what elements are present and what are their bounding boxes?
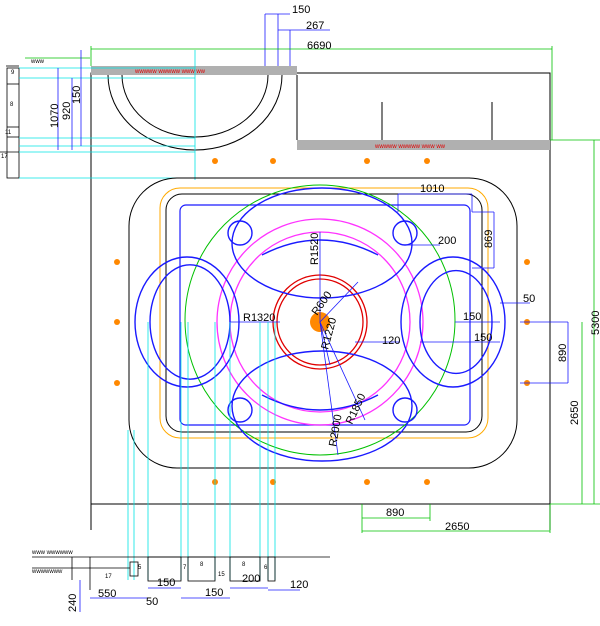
downlight <box>114 380 120 386</box>
section-label-15: 15 <box>218 572 225 578</box>
radius-r1320: R1320 <box>243 312 275 324</box>
downlight <box>270 158 276 164</box>
svg-text:wwwww wwwww www ww: wwwww wwwww www ww <box>374 144 446 150</box>
bottom-section <box>32 556 330 590</box>
dim-bottom-150a: 150 <box>157 577 175 589</box>
section-label-8a: 8 <box>200 562 204 568</box>
right-dimensions <box>355 193 569 384</box>
svg-text:wwwww wwwww www ww: wwwww wwwww www ww <box>134 69 206 75</box>
section-label-5: 5 <box>138 565 142 571</box>
downlight <box>424 479 430 485</box>
top-beam-left: wwwww wwwww www ww <box>91 66 297 75</box>
downlight <box>114 319 120 325</box>
dim-bottom-200: 200 <box>242 573 260 585</box>
downlight <box>524 259 530 265</box>
downlight <box>270 479 276 485</box>
downlight <box>364 479 370 485</box>
dim-2650-horizontal: 2650 <box>445 521 469 533</box>
radius-r600: R600 <box>310 289 335 317</box>
dim-bottom-240: 240 <box>67 594 79 612</box>
dim-869: 869 <box>483 230 495 248</box>
right-upper-wall <box>296 75 493 140</box>
dim-1010: 1010 <box>420 183 444 195</box>
left-dimensions <box>57 50 82 150</box>
left-label-1: 9 <box>11 70 15 76</box>
frame-inner <box>165 193 483 433</box>
dim-bottom-550: 550 <box>98 588 116 600</box>
frame-outer <box>128 177 518 469</box>
downlight <box>424 158 430 164</box>
downlight <box>364 158 370 164</box>
extension-lines <box>127 322 276 580</box>
dim-2650-vertical: 2650 <box>569 401 581 425</box>
dim-bottom-120: 120 <box>290 579 308 591</box>
dim-200: 200 <box>438 235 456 247</box>
svg-text:www wwwwww: www wwwwww <box>31 550 73 556</box>
dim-120: 120 <box>382 335 400 347</box>
radius-leaders <box>230 232 366 456</box>
dim-150-a: 150 <box>463 311 481 323</box>
blue-lobes <box>134 187 506 462</box>
section-label-6: 6 <box>264 565 268 571</box>
bottom-dimensions <box>79 580 300 612</box>
svg-text:www: www <box>30 59 45 65</box>
dim-5300: 5300 <box>590 311 600 335</box>
radius-r1850: R1850 <box>344 392 369 426</box>
dim-left-920: 920 <box>61 102 73 120</box>
left-label-4: 17 <box>1 154 8 160</box>
lobe-bottom <box>231 350 413 462</box>
downlight <box>212 158 218 164</box>
dim-left-1070: 1070 <box>49 104 61 128</box>
dim-890-vertical: 890 <box>557 344 569 362</box>
overall-dimensions <box>361 139 600 533</box>
svg-text:wwwwwww: wwwwwww <box>31 569 63 575</box>
dim-top-150: 150 <box>292 4 310 16</box>
dim-50: 50 <box>523 293 535 305</box>
top-beam-right: wwwww wwwww www ww <box>297 140 550 150</box>
ring-green <box>184 184 456 456</box>
dim-bottom-50: 50 <box>146 596 158 608</box>
dim-890-horizontal: 890 <box>386 507 404 519</box>
dim-left-150: 150 <box>71 86 83 104</box>
room-outline <box>90 72 551 505</box>
dim-top-6690: 6690 <box>307 40 331 52</box>
left-label-2: 8 <box>10 102 14 108</box>
radius-r1520: R1520 <box>309 233 321 265</box>
dim-top-267: 267 <box>306 20 324 32</box>
lobe-right <box>400 256 506 388</box>
section-label-17: 17 <box>105 574 112 580</box>
top-dimensions <box>90 13 553 140</box>
section-label-7: 7 <box>183 565 187 571</box>
left-profile: 9 8 11 17 www <box>0 50 196 180</box>
radius-r2000: R2000 <box>327 414 344 448</box>
left-label-3: 11 <box>5 130 12 136</box>
dim-150-b: 150 <box>474 332 492 344</box>
downlight <box>114 259 120 265</box>
dim-bottom-150b: 150 <box>205 587 223 599</box>
section-label-8b: 8 <box>242 562 246 568</box>
